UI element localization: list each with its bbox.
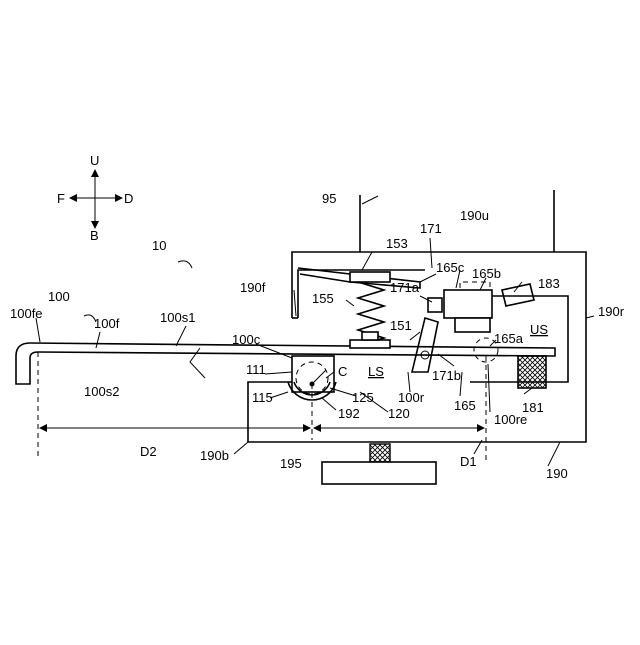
label-190b: 190b xyxy=(200,448,229,463)
label-b: B xyxy=(90,228,99,243)
label-us: US xyxy=(530,322,548,337)
label-125: 125 xyxy=(352,390,374,405)
reference-labels: U F D B 10 95 171 190u 153 165c 165b 183… xyxy=(10,153,625,481)
label-100c: 100c xyxy=(232,332,261,347)
label-165: 165 xyxy=(454,398,476,413)
label-171a: 171a xyxy=(390,280,420,295)
label-195: 195 xyxy=(280,456,302,471)
label-100r: 100r xyxy=(398,390,425,405)
label-171: 171 xyxy=(420,221,442,236)
label-111: 111 xyxy=(246,362,266,377)
base-195 xyxy=(322,444,436,484)
label-d: D xyxy=(124,191,133,206)
label-ls: LS xyxy=(368,364,384,379)
label-95: 95 xyxy=(322,191,336,206)
label-f: F xyxy=(57,191,65,206)
label-165b: 165b xyxy=(472,266,501,281)
label-120: 120 xyxy=(388,406,410,421)
label-155: 155 xyxy=(312,291,334,306)
label-10: 10 xyxy=(152,238,166,253)
label-190u: 190u xyxy=(460,208,489,223)
label-100re: 100re xyxy=(494,412,527,427)
label-190f: 190f xyxy=(240,280,266,295)
label-192: 192 xyxy=(338,406,360,421)
label-100fe: 100fe xyxy=(10,306,43,321)
label-d1: D1 xyxy=(460,454,477,469)
label-190: 190 xyxy=(546,466,568,481)
label-d2: D2 xyxy=(140,444,157,459)
label-171b: 171b xyxy=(432,368,461,383)
label-100f: 100f xyxy=(94,316,120,331)
label-165c: 165c xyxy=(436,260,465,275)
label-115: 115 xyxy=(252,390,273,405)
label-100: 100 xyxy=(48,289,70,304)
label-190r: 190r xyxy=(598,304,625,319)
direction-compass-icon xyxy=(70,170,122,228)
label-100s1: 100s1 xyxy=(160,310,195,325)
label-165a: 165a xyxy=(494,331,524,346)
label-c: C xyxy=(338,364,347,379)
label-151: 151 xyxy=(390,318,412,333)
label-153: 153 xyxy=(386,236,408,251)
label-u: U xyxy=(90,153,99,168)
label-183: 183 xyxy=(538,276,560,291)
label-100s2: 100s2 xyxy=(84,384,119,399)
